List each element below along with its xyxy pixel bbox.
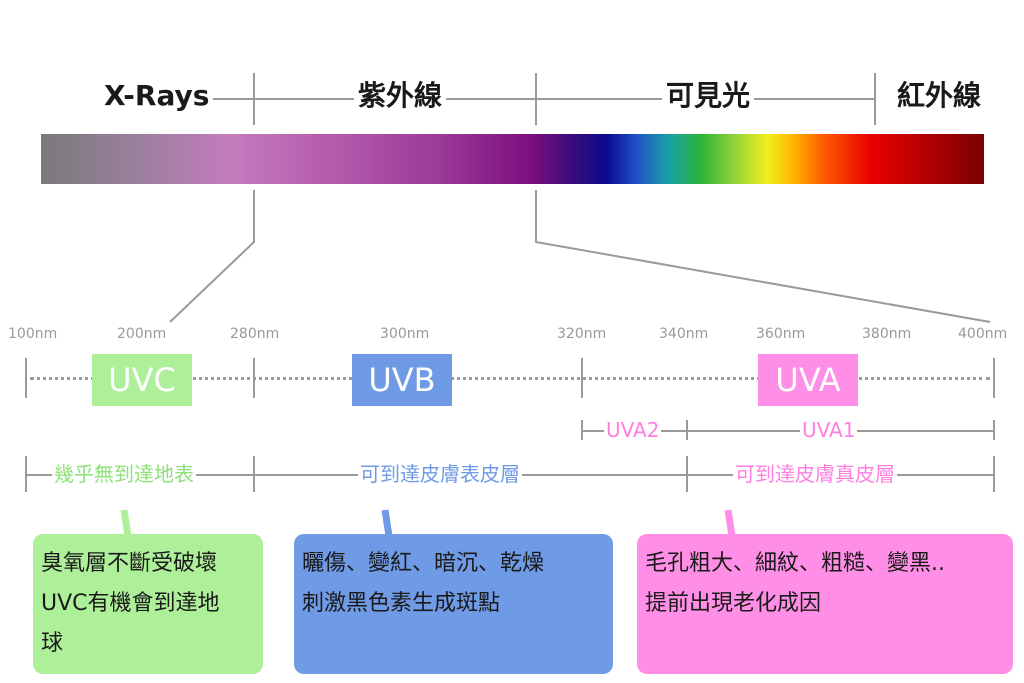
- band-axis-line: [205, 98, 875, 100]
- uv-scale-tick-400: [993, 358, 995, 398]
- uva-subrange-line: [582, 430, 994, 432]
- wavelength-380: 380nm: [862, 326, 912, 342]
- uva2-start-tick: [581, 420, 583, 440]
- uva-pointer: [724, 509, 736, 537]
- uvc-effect-box: 臭氧層不斷受破壞 UVC有機會到達地 球: [33, 534, 263, 674]
- band-divider-1: [253, 73, 255, 125]
- band-label-infrared: 紅外線: [893, 76, 986, 116]
- uvb-label: UVB: [352, 354, 452, 406]
- uva2-end-tick: [686, 420, 688, 440]
- band-divider-3: [874, 73, 876, 125]
- uva2-label: UVA2: [604, 417, 662, 443]
- uva1-label: UVA1: [800, 417, 858, 443]
- spectrum-bar: [41, 134, 984, 184]
- uva-effect-box: 毛孔粗大、細紋、粗糙、變黑.. 提前出現老化成因: [637, 534, 1013, 674]
- penetration-tick-400: [993, 456, 995, 492]
- wavelength-100: 100nm: [8, 326, 58, 342]
- uvb-penetration-label: 可到達皮膚表皮層: [358, 461, 522, 487]
- uva-penetration-label: 可到達皮膚真皮層: [733, 461, 897, 487]
- uvc-pointer: [120, 509, 132, 537]
- wavelength-360: 360nm: [756, 326, 806, 342]
- uvc-label: UVC: [92, 354, 192, 406]
- wavelength-340: 340nm: [659, 326, 709, 342]
- uvb-effect-box: 曬傷、變紅、暗沉、乾燥 刺激黑色素生成斑點: [294, 534, 613, 674]
- uva-label: UVA: [758, 354, 858, 406]
- wavelength-320: 320nm: [557, 326, 607, 342]
- band-label-uv: 紫外線: [354, 76, 447, 116]
- penetration-tick-280: [253, 456, 255, 492]
- uv-scale-tick-100: [25, 358, 27, 398]
- uvb-pointer: [381, 509, 393, 537]
- band-label-xrays: X-Rays: [100, 76, 214, 116]
- wavelength-400: 400nm: [958, 326, 1008, 342]
- penetration-tick-100: [25, 456, 27, 492]
- uv-scale-tick-320: [581, 358, 583, 398]
- wavelength-200: 200nm: [117, 326, 167, 342]
- band-label-visible: 可見光: [662, 76, 755, 116]
- uv-scale-dots: [30, 377, 990, 380]
- penetration-tick-340: [686, 456, 688, 492]
- uv-scale-tick-280: [253, 358, 255, 398]
- band-divider-2: [535, 73, 537, 125]
- zoom-line-right: [535, 190, 991, 323]
- wavelength-300: 300nm: [380, 326, 430, 342]
- uva1-end-tick: [993, 420, 995, 440]
- wavelength-280: 280nm: [230, 326, 280, 342]
- zoom-line-left: [169, 190, 255, 323]
- uvc-penetration-label: 幾乎無到達地表: [52, 461, 196, 487]
